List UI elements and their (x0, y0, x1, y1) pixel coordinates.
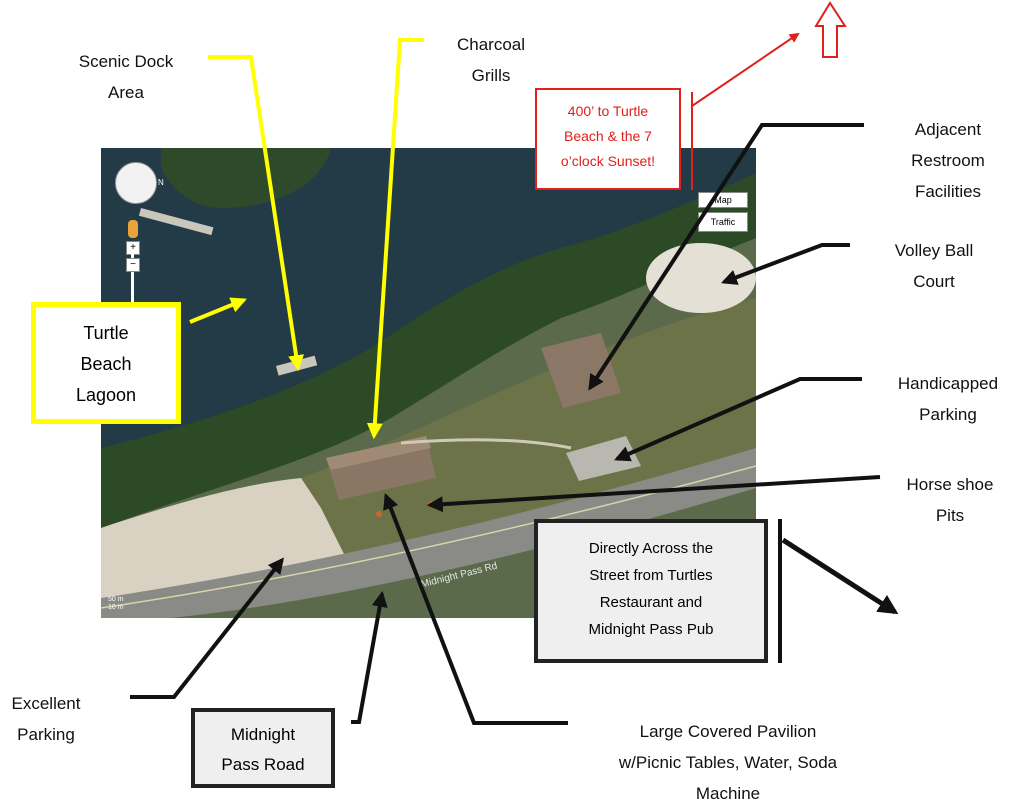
callout-across-street: Directly Across the Street from Turtles … (534, 519, 768, 663)
label-pavilion: Large Covered Pavilion w/Picnic Tables, … (618, 722, 838, 803)
label-charcoal-grills: Charcoal Grills (456, 35, 526, 85)
zoom-out-button[interactable]: − (126, 258, 140, 272)
zoom-slider[interactable] (131, 254, 134, 334)
callout-sunset: 400’ to Turtle Beach & the 7 o’clock Sun… (535, 88, 681, 190)
traffic-button[interactable]: Traffic (698, 212, 748, 232)
north-arrow-icon: N (158, 178, 164, 187)
label-horseshoe: Horse shoe Pits (906, 475, 994, 525)
callout-midnight-pass-road: Midnight Pass Road (191, 708, 335, 788)
label-restroom: Adjacent Restroom Facilities (911, 120, 985, 201)
callout-turtle-beach-lagoon: Turtle Beach Lagoon (31, 302, 181, 424)
label-handicapped: Handicapped Parking (897, 374, 999, 424)
arrow-sunset (691, 32, 800, 107)
map-scale: 50 m 10 m (108, 596, 124, 611)
map-button[interactable]: Map (698, 192, 748, 208)
arrow-across-street (781, 537, 899, 615)
label-scenic-dock: Scenic Dock Area (78, 52, 174, 102)
label-excellent-parking: Excellent Parking (11, 694, 81, 744)
pegman-icon[interactable] (128, 220, 138, 238)
pan-control-icon[interactable] (115, 162, 157, 204)
label-volleyball: Volley Ball Court (894, 241, 974, 291)
zoom-in-button[interactable]: + (126, 241, 140, 255)
north-arrow-outline (814, 1, 847, 58)
